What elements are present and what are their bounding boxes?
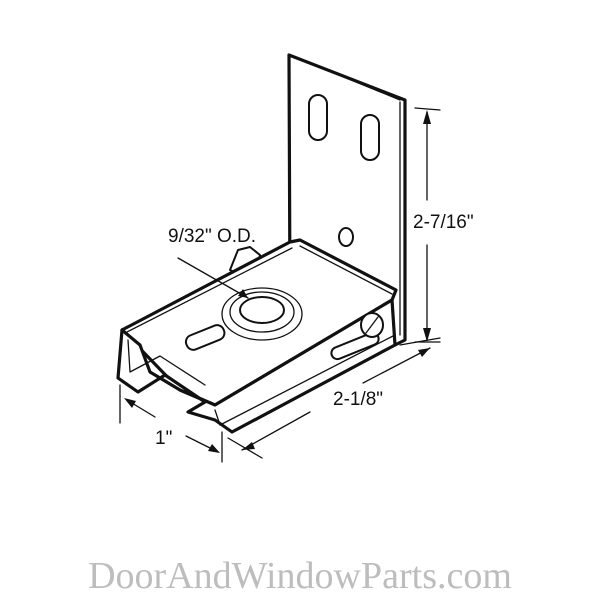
- center-hole: [239, 296, 285, 324]
- height-label: 2-7/16": [413, 212, 474, 233]
- hole-od-label: 9/32" O.D.: [168, 226, 256, 247]
- length-label: 2-1/8": [333, 389, 383, 410]
- plate-hole: [338, 227, 354, 247]
- dimension-width: 1": [119, 384, 223, 463]
- width-label: 1": [155, 428, 172, 449]
- top-slot: [184, 324, 226, 351]
- side-slot: [330, 331, 380, 361]
- upper-slot-left: [308, 94, 328, 141]
- channel-body: [116, 238, 398, 434]
- dimension-height: 2-7/16": [413, 107, 474, 343]
- dimension-hole-od: 9/32" O.D.: [168, 226, 256, 299]
- upper-slot-right: [360, 114, 380, 161]
- watermark: DoorAndWindowParts.com: [88, 555, 512, 597]
- dimension-length: 2-1/8": [227, 337, 441, 459]
